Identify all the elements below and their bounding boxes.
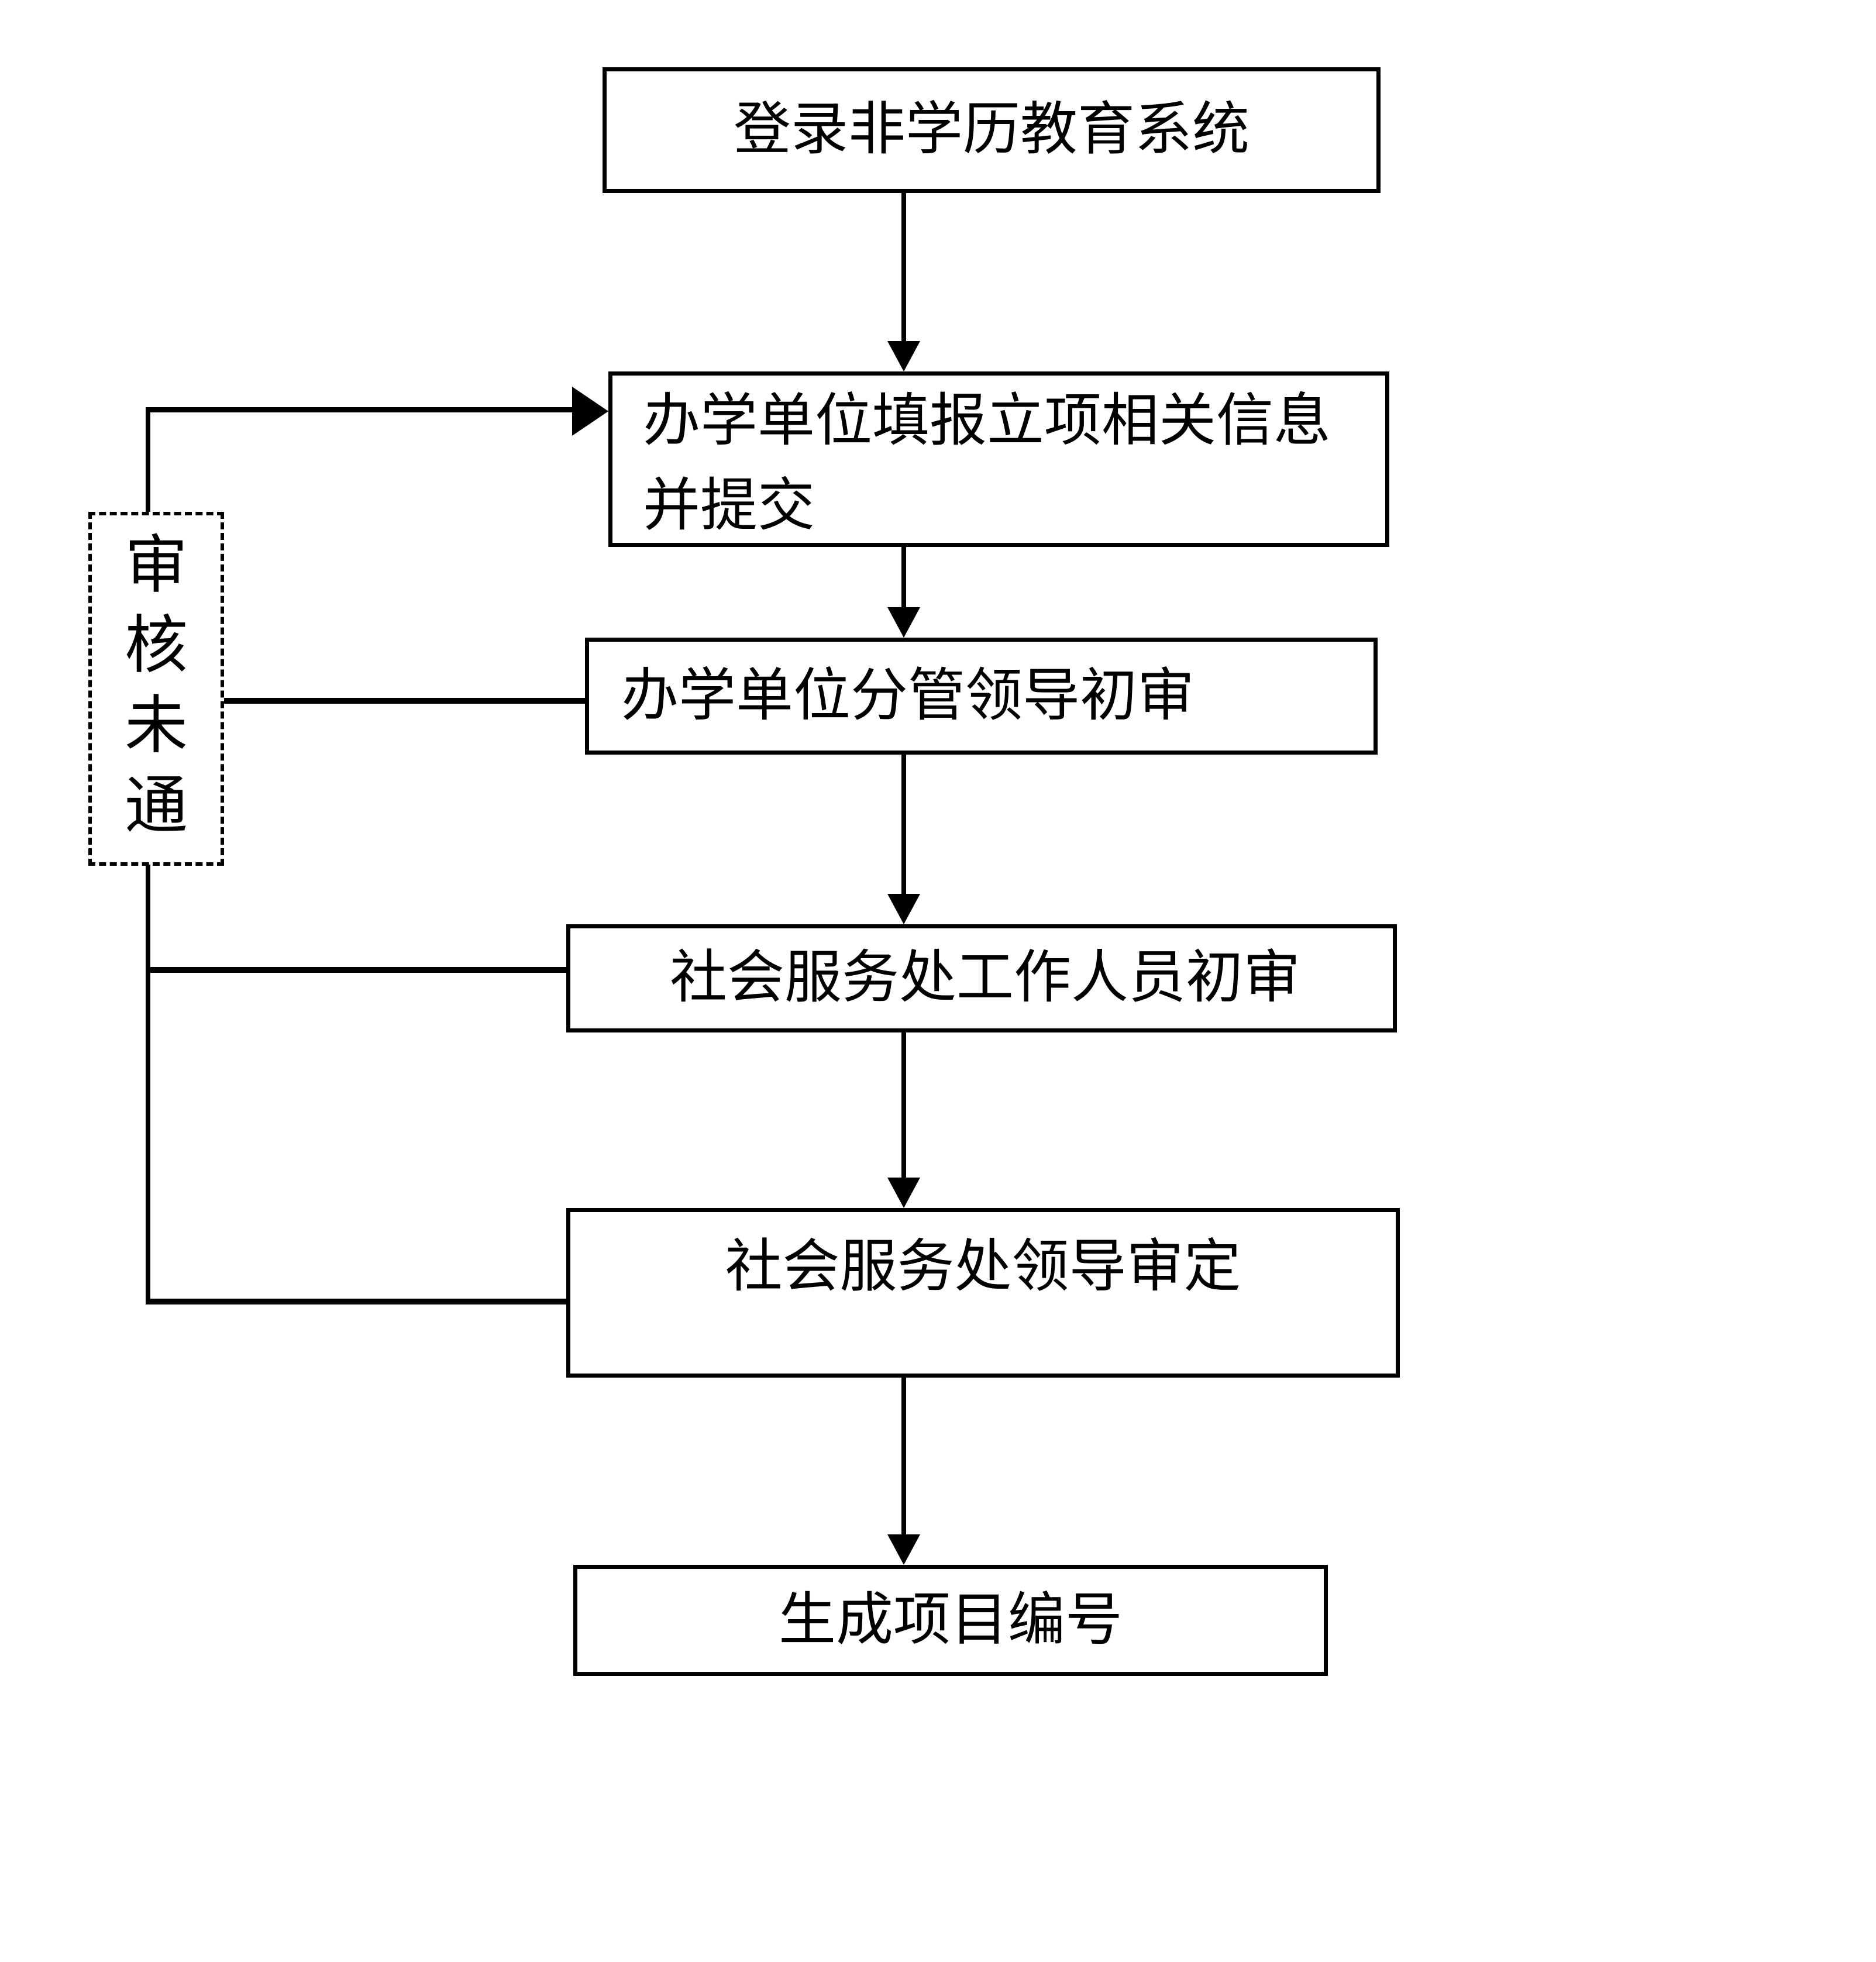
node-office-leader-review: 社会服务处领导审定 xyxy=(566,1208,1400,1378)
edge-failed-trunk-vertical-line xyxy=(146,865,150,1304)
edge-failed-fill-horizontal-line xyxy=(146,407,573,412)
edge-staff-failed-line xyxy=(148,967,567,973)
node-review-failed-char-4: 通 xyxy=(124,772,188,841)
node-fill-submit-label-line2: 并提交 xyxy=(643,474,815,538)
node-staff-review-label: 社会服务处工作人员初审 xyxy=(670,946,1301,1010)
node-fill-submit: 办学单位填报立项相关信息 并提交 xyxy=(608,371,1389,547)
node-unit-leader-review: 办学单位分管领导初审 xyxy=(585,638,1378,755)
node-review-failed-char-2: 核 xyxy=(124,611,188,681)
edge-fill-unit-line xyxy=(901,547,906,608)
edge-leader-number-arrowhead-icon xyxy=(887,1534,920,1565)
edge-leader-number-line xyxy=(901,1378,906,1536)
node-review-failed-char-3: 未 xyxy=(124,691,188,761)
edge-fill-unit-arrowhead-icon xyxy=(887,607,920,638)
edge-login-fill-line xyxy=(901,193,906,342)
edge-login-fill-arrowhead-icon xyxy=(887,341,920,371)
edge-staff-leader-line xyxy=(901,1032,906,1179)
node-login-label: 登录非学历教育系统 xyxy=(733,98,1249,162)
edge-unit-staff-line xyxy=(901,755,906,895)
node-review-failed: 审 核 未 通 xyxy=(88,512,224,866)
edge-staff-leader-arrowhead-icon xyxy=(887,1178,920,1208)
edge-leader-failed-line xyxy=(146,1299,567,1304)
node-fill-submit-label-line1: 办学单位填报立项相关信息 xyxy=(643,390,1331,453)
node-project-number: 生成项目编号 xyxy=(573,1565,1328,1676)
edge-unit-staff-arrowhead-icon xyxy=(887,894,920,924)
node-project-number-label: 生成项目编号 xyxy=(778,1588,1123,1652)
node-staff-review: 社会服务处工作人员初审 xyxy=(566,924,1397,1032)
node-unit-leader-review-label: 办学单位分管领导初审 xyxy=(621,664,1195,728)
edge-failed-fill-vertical-line xyxy=(146,408,150,512)
node-office-leader-review-label: 社会服务处领导审定 xyxy=(725,1235,1241,1299)
edge-failed-fill-arrowhead-icon xyxy=(572,387,608,436)
node-login: 登录非学历教育系统 xyxy=(603,67,1381,193)
edge-unit-failed-line xyxy=(224,698,586,704)
node-review-failed-char-1: 审 xyxy=(124,531,188,601)
